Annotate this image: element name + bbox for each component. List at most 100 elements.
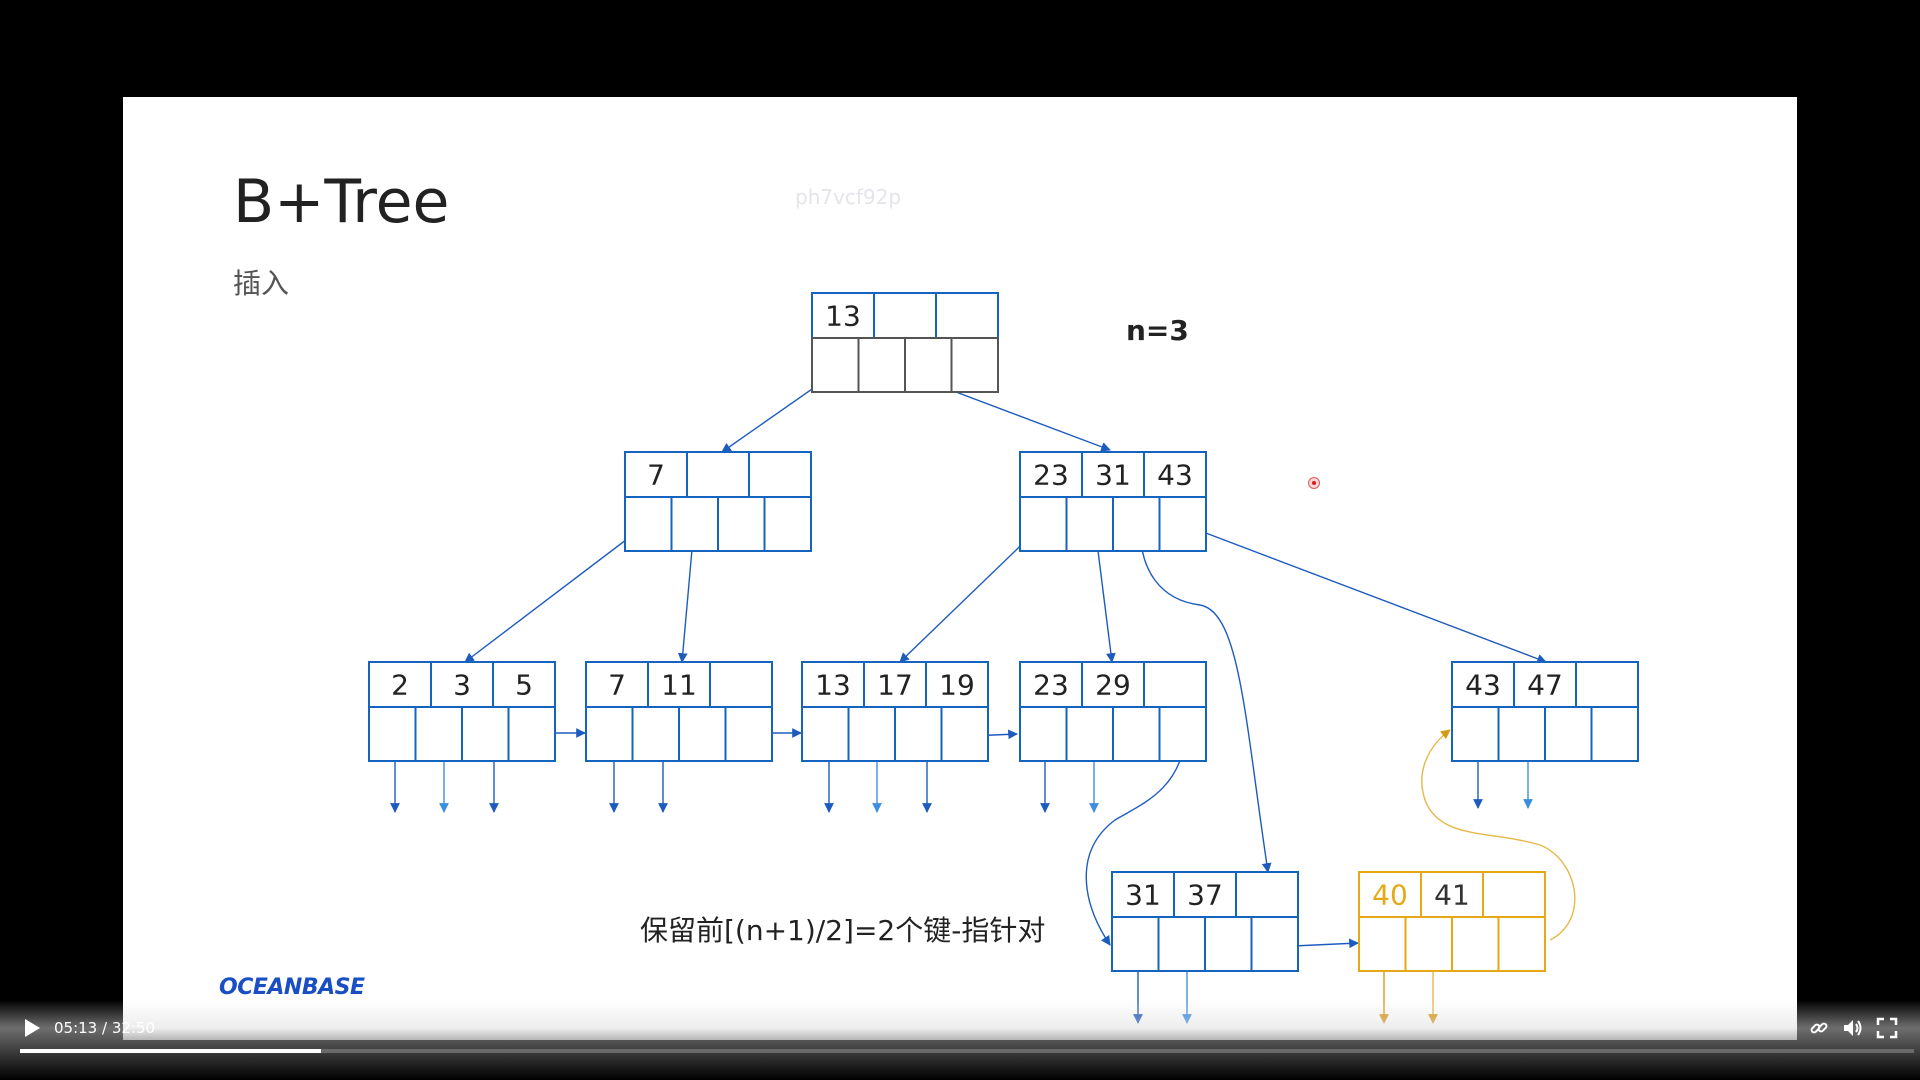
pointer-cell	[1112, 496, 1161, 552]
key-cell	[1235, 871, 1299, 918]
node-key: 19	[939, 669, 975, 702]
leaf-node-4: 23 29	[1019, 661, 1207, 762]
internal-node-1: 7	[624, 451, 812, 552]
key-cell	[1111, 871, 1175, 918]
pointer-cell	[461, 706, 510, 762]
pointer-cell	[585, 706, 634, 762]
pointer-cell	[763, 496, 812, 552]
pointer-cell	[1358, 916, 1407, 972]
pointer-cell	[670, 496, 719, 552]
pointer-cell	[1204, 916, 1253, 972]
node-key: 13	[815, 669, 851, 702]
leaf-node-7: 40 41	[1358, 871, 1546, 972]
edge-l1b-leaf5	[1189, 526, 1547, 664]
leaf-node-6: 31 37	[1111, 871, 1299, 972]
leaf-node-2: 7 11	[585, 661, 773, 762]
current-time: 05:13	[54, 1019, 98, 1037]
node-key: 5	[515, 669, 533, 702]
pointer-cell	[368, 706, 417, 762]
slide-subtitle: 插入	[233, 267, 290, 300]
pointer-cell	[811, 337, 860, 393]
pointer-cell	[414, 706, 463, 762]
pointer-dot	[1308, 477, 1320, 489]
node-key: 13	[825, 300, 861, 333]
pointer-cell	[678, 706, 727, 762]
pointer-cell	[1590, 706, 1639, 762]
pointer-cell	[1111, 916, 1160, 972]
key-cell	[647, 661, 711, 708]
node-key: 2	[391, 669, 409, 702]
pointer-cell	[1250, 916, 1299, 972]
oceanbase-logo: OCEANBASE	[219, 975, 365, 1000]
pointer-cell	[1544, 706, 1593, 762]
node-key: 11	[661, 669, 697, 702]
node-key: 40	[1372, 879, 1408, 912]
node-key: 41	[1434, 879, 1470, 912]
pointer-cell	[857, 337, 906, 393]
key-cell	[1019, 451, 1083, 498]
edge-l1b-leaf3	[899, 526, 1041, 663]
key-cell	[686, 451, 750, 498]
pointer-cell	[847, 706, 896, 762]
node-key: 23	[1033, 459, 1069, 492]
slide-title: B+Tree	[233, 167, 450, 237]
progress-fill	[20, 1049, 322, 1053]
root-node: 13	[811, 292, 999, 393]
pointer-cell	[894, 706, 943, 762]
node-key: 3	[453, 669, 471, 702]
pointer-cell	[1451, 706, 1500, 762]
node-key: 17	[877, 669, 913, 702]
duration: 32:50	[111, 1019, 156, 1037]
pointer-cell	[940, 706, 989, 762]
link-icon[interactable]	[1808, 1017, 1830, 1039]
volume-icon[interactable]	[1842, 1017, 1864, 1039]
sibling-4-31	[1085, 737, 1186, 946]
leaf-node-5: 43 47	[1451, 661, 1639, 762]
pointer-cell	[1065, 706, 1114, 762]
key-cell	[624, 451, 688, 498]
key-cell	[709, 661, 773, 708]
node-key: 31	[1125, 879, 1161, 912]
key-cell	[585, 661, 649, 708]
node-key: 43	[1465, 669, 1501, 702]
internal-node-2: 23 31 43	[1019, 451, 1207, 552]
key-cell	[1143, 451, 1207, 498]
node-key: 31	[1095, 459, 1131, 492]
watermark: ph7vcf92p	[795, 185, 902, 209]
time-separator: /	[102, 1019, 108, 1037]
node-key: 23	[1033, 669, 1069, 702]
progress-bar[interactable]	[20, 1049, 1914, 1053]
key-cell	[925, 661, 989, 708]
node-key: 29	[1095, 669, 1131, 702]
pointer-cell	[1497, 916, 1546, 972]
key-cell	[1143, 661, 1207, 708]
node-key: 37	[1187, 879, 1223, 912]
key-cell	[811, 292, 875, 339]
node-key: 43	[1157, 459, 1193, 492]
tree-edges	[464, 365, 1547, 873]
node-key: 47	[1527, 669, 1563, 702]
player-controls	[0, 1000, 1920, 1080]
leaf-node-3: 13 17 19	[801, 661, 989, 762]
key-cell	[748, 451, 812, 498]
pointer-cell	[1019, 706, 1068, 762]
pointer-cell	[1158, 496, 1207, 552]
pointer-cell	[1497, 706, 1546, 762]
key-cell	[1081, 661, 1145, 708]
slide: B+Tree 插入 ph7vcf92p OCEANBASE	[123, 97, 1797, 1040]
param-label: n=3	[1126, 314, 1189, 347]
pointer-cell	[717, 496, 766, 552]
fullscreen-icon[interactable]	[1876, 1017, 1898, 1039]
key-cell	[935, 292, 999, 339]
pointer-cell	[1019, 496, 1068, 552]
pointer-cell	[1404, 916, 1453, 972]
leaf-node-1: 2 3 5	[368, 661, 556, 762]
node-key: 7	[608, 669, 626, 702]
key-cell	[1575, 661, 1639, 708]
key-cell	[1482, 871, 1546, 918]
play-icon[interactable]	[22, 1018, 42, 1038]
pointer-cell	[801, 706, 850, 762]
node-key: 7	[647, 459, 665, 492]
